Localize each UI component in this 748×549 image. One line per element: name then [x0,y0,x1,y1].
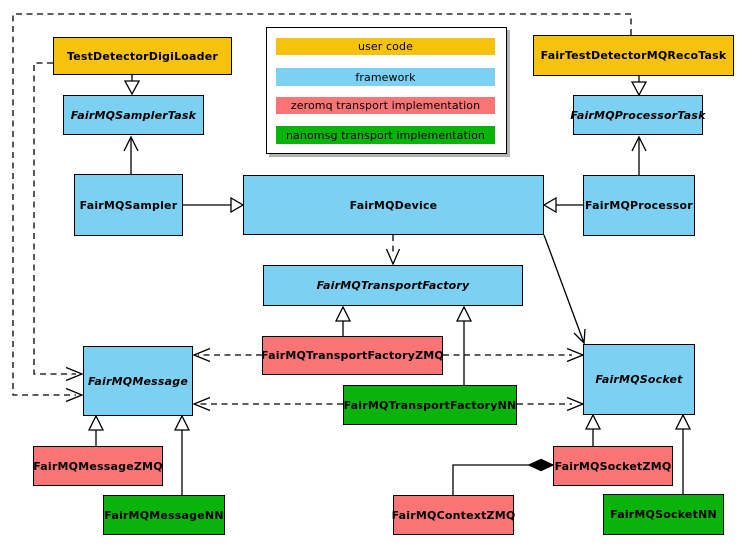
edge-socketnn-socket [674,413,692,494]
edge-device-transportfactory [385,235,401,266]
class-box-fairmqmessage: FairMQMessage [83,346,193,416]
class-box-fairmqprocessortask: FairMQProcessorTask [570,95,705,135]
class-box-fairmqsocketzmq: FairMQSocketZMQ [553,446,673,486]
legend-item-framework: framework [276,68,495,86]
edge-messagezmq-message [87,414,105,446]
edge-contextzmq-socketzmq [452,458,555,495]
legend-item-nanomsg: nanomsg transport implementation [276,126,495,144]
edge-digiloader-samplertask [123,75,141,96]
edge-processor-device [542,196,583,214]
edge-socketzmq-socket [584,413,602,446]
class-box-fairmqtransportfactoryzmq: FairMQTransportFactoryZMQ [261,336,444,375]
class-box-fairmqmessagenn: FairMQMessageNN [103,495,225,535]
edge-tfnn-socket [517,396,585,412]
edge-sampler-device [183,196,245,214]
class-box-fairmqcontextzmq: FairMQContextZMQ [392,495,515,535]
edge-device-socket [543,234,586,345]
legend-item-user-code: user code [276,38,495,55]
class-box-testdetectordigiloader: TestDetectorDigiLoader [53,37,232,75]
class-box-fairmqsocket: FairMQSocket [583,344,695,415]
edge-digiloader-to-message [33,62,84,382]
edge-processor-processortask [631,135,647,175]
edge-tfnn-transportfactory [455,305,473,385]
class-box-fairmqsocketnn: FairMQSocketNN [603,494,724,535]
class-box-fairmqsampler: FairMQSampler [74,174,183,236]
class-box-fairmqtransportfactorynn: FairMQTransportFactoryNN [343,385,517,425]
class-box-fairmqprocessor: FairMQProcessor [583,175,695,236]
edge-tfzmq-message [192,347,262,363]
edge-tfzmq-transportfactory [334,305,352,336]
class-box-fairmqsamplertask: FairMQSamplerTask [63,95,204,135]
edge-recotask-to-message [12,13,632,403]
class-box-fairtestdetectormqrecotask: FairTestDetectorMQRecoTask [533,35,734,76]
legend-item-zeromq: zeromq transport implementation [276,97,495,114]
edge-messagenn-message [173,414,191,495]
class-box-fairmqmessagezmq: FairMQMessageZMQ [33,446,163,486]
class-box-fairmqdevice: FairMQDevice [243,175,544,235]
legend: user code framework zeromq transport imp… [266,27,507,154]
edge-sampler-samplertask [123,135,139,174]
edge-tfnn-message [192,396,343,412]
edge-recotask-processortask [630,76,648,97]
class-box-fairmqtransportfactory: FairMQTransportFactory [263,265,523,306]
